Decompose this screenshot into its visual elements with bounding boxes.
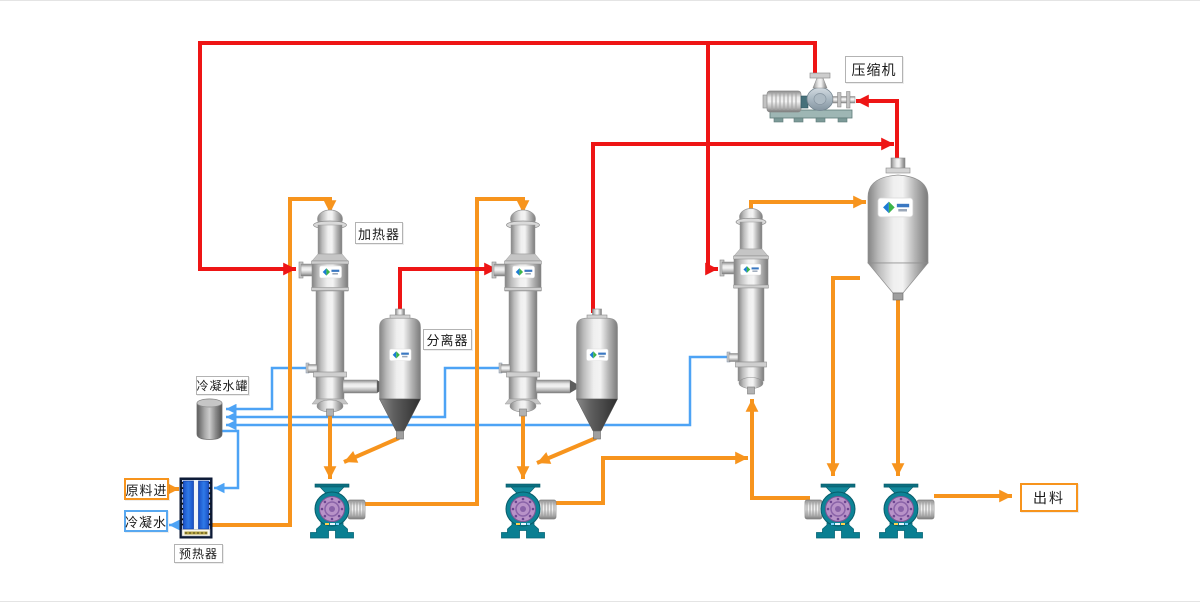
pump-2	[500, 483, 557, 539]
pump-3	[804, 483, 861, 539]
label-heater: 加热器	[355, 222, 403, 244]
tank-cone-to-pump3	[826, 276, 860, 476]
steam-branch-to-column3	[705, 43, 718, 276]
label-condensate-out: 冷凝水	[124, 510, 168, 532]
separator1-vapor-to-heater2	[398, 262, 497, 313]
separator-1	[380, 309, 421, 439]
condensate-line-column3-to-tank	[226, 355, 734, 431]
separator2-vapor-to-suction	[591, 137, 894, 313]
transfer-line-pump2-to-column3	[556, 451, 748, 505]
transfer-line-pump1-to-heater2	[362, 197, 530, 506]
label-feed-in: 原料进	[124, 478, 169, 500]
feed-product-lines	[166, 195, 1012, 527]
vapor-separator-tank	[867, 157, 929, 301]
label-condensate-tank: 冷凝水罐	[196, 376, 249, 395]
condensate-tank	[196, 398, 223, 440]
compressor-unit	[762, 72, 856, 123]
column3-top-to-tank	[749, 195, 866, 211]
preheater-unit	[179, 477, 213, 539]
separator2-bottom-to-pump2	[536, 436, 597, 465]
tank-vapor-to-compressor	[856, 94, 899, 159]
separator-2	[577, 309, 618, 439]
separator1-bottom-to-pump1	[343, 436, 400, 464]
feed-line-preheater-to-heater1	[212, 197, 337, 527]
label-compressor: 压缩机	[845, 56, 903, 83]
condensate-line-heater1-to-tank	[226, 366, 313, 415]
steam-lines	[198, 41, 899, 313]
pump-4	[878, 483, 935, 539]
compressor-discharge-to-heater1	[198, 41, 817, 276]
condensate-line-tank-to-preheater	[214, 429, 240, 494]
evaporator-column-3	[719, 208, 769, 395]
heater-2	[492, 210, 581, 416]
label-preheater: 预热器	[174, 544, 223, 563]
pump-1	[309, 483, 366, 539]
label-separator: 分离器	[423, 329, 472, 350]
label-product-out: 出料	[1020, 483, 1078, 512]
condensate-lines	[169, 355, 734, 531]
circulation-pump3-to-column3	[745, 399, 810, 500]
